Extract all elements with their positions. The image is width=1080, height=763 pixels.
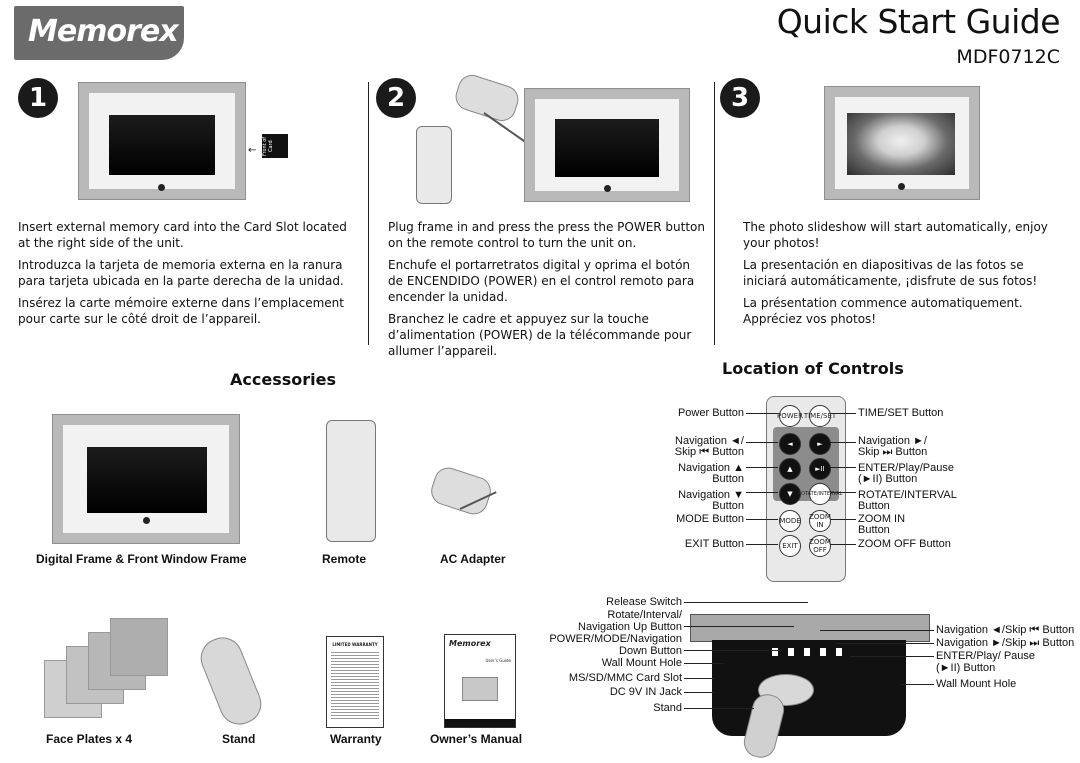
navigation-up-button[interactable]: ▲	[779, 458, 801, 480]
caption-warranty: Warranty	[330, 732, 382, 746]
zoom-off-button[interactable]: ZOOM OFF	[809, 535, 831, 557]
leader-line	[746, 492, 778, 493]
leader-line	[830, 492, 856, 493]
remote-image	[326, 420, 376, 542]
remote-small-image	[416, 126, 452, 204]
divider	[368, 82, 369, 345]
label-zoom-off: ZOOM OFF Button	[858, 538, 951, 550]
leader-line	[900, 684, 934, 685]
label-power-mode-down: POWER/MODE/Navigation Down Button	[549, 633, 682, 657]
enter-play-pause-button[interactable]: ►II	[809, 458, 831, 480]
digital-frame-image	[52, 414, 240, 544]
step-1-number: 1	[18, 78, 58, 118]
label-nav-left: Navigation ◄/ Skip ⏮ Button	[674, 435, 744, 458]
label-time-set: TIME/SET Button	[858, 407, 944, 419]
label-power: Power Button	[677, 407, 744, 419]
label-enter-play-pause: ENTER/Play/ Pause (►II) Button	[936, 650, 1036, 674]
label-nav-down: Navigation ▼ Button	[678, 489, 744, 512]
remote-diagram: POWER TIME/SET ◄ ► ▲ ►II ▼ ROTATE/INTERV…	[766, 396, 846, 582]
caption-remote: Remote	[322, 552, 367, 566]
leader-line	[836, 643, 934, 644]
navigation-left-button[interactable]: ◄	[779, 433, 801, 455]
memorex-logo: Memorex	[14, 6, 184, 60]
leader-line	[830, 519, 856, 520]
caption-digital-frame: Digital Frame & Front Window Frame	[36, 552, 247, 566]
leader-line	[850, 656, 934, 657]
leader-line	[746, 544, 778, 545]
leader-line	[684, 602, 808, 603]
label-wall-mount-hole-right: Wall Mount Hole	[936, 678, 1017, 690]
manual-image: Memorex User’s Guide	[444, 634, 516, 728]
label-zoom-in: ZOOM IN Button	[858, 513, 906, 536]
label-enter: ENTER/Play/Pause (►II) Button	[858, 462, 954, 485]
label-nav-right: Navigation ►/ Skip ⏭ Button	[858, 435, 928, 458]
step-3-number: 3	[720, 78, 760, 118]
leader-line	[746, 467, 778, 468]
rotate-interval-button[interactable]: ROTATE/INTERVAL	[798, 483, 842, 505]
exit-button[interactable]: EXIT	[779, 535, 801, 557]
model-number: MDF0712C	[956, 46, 1060, 68]
leader-line	[830, 544, 856, 545]
leader-line	[684, 692, 714, 693]
controls-heading: Location of Controls	[722, 359, 904, 378]
dog-photo	[847, 113, 955, 175]
step-1-text: Insert external memory card into the Car…	[18, 220, 347, 326]
caption-face-plates: Face Plates x 4	[46, 732, 133, 746]
leader-line	[746, 442, 778, 443]
leader-line	[746, 519, 778, 520]
leader-line	[820, 630, 934, 631]
power-button[interactable]: POWER	[777, 405, 803, 427]
leader-line	[830, 413, 856, 414]
label-stand: Stand	[653, 702, 682, 714]
leader-line	[684, 663, 724, 664]
zoom-in-button[interactable]: ZOOM IN	[809, 510, 831, 532]
step-2-number: 2	[376, 78, 416, 118]
leader-line	[684, 678, 714, 679]
step-1-frame-image	[78, 82, 246, 200]
time-set-button[interactable]: TIME/SET	[804, 405, 836, 427]
label-nav-left-skip: Navigation ◄/Skip ⏮ Button	[936, 624, 1075, 636]
leader-line	[746, 413, 778, 414]
step-2-text: Plug frame in and press the press the PO…	[388, 220, 706, 358]
memory-card: Front of Card	[262, 134, 288, 158]
leader-line	[684, 626, 794, 627]
leader-line	[684, 650, 780, 651]
label-card-slot: MS/SD/MMC Card Slot	[568, 672, 682, 684]
label-rotate-interval: ROTATE/INTERVAL Button	[858, 489, 957, 512]
navigation-right-button[interactable]: ►	[809, 433, 831, 455]
label-nav-up: Navigation ▲ Button	[678, 462, 744, 485]
step-3-frame-image	[824, 86, 980, 200]
caption-ac-adapter: AC Adapter	[440, 552, 506, 566]
mode-button[interactable]: MODE	[779, 510, 801, 532]
caption-stand: Stand	[222, 732, 256, 746]
label-exit: EXIT Button	[684, 538, 744, 550]
caption-owners-manual: Owner’s Manual	[430, 732, 523, 746]
leader-line	[830, 442, 856, 443]
arrow-left-icon: ←	[248, 145, 257, 156]
leader-line	[830, 467, 856, 468]
page-title: Quick Start Guide	[776, 2, 1061, 41]
frame-top-edge	[690, 614, 930, 642]
leader-line	[684, 708, 754, 709]
label-release-switch: Release Switch	[606, 596, 682, 608]
label-nav-right-skip: Navigation ►/Skip ⏭ Button	[936, 637, 1075, 649]
warranty-image: LIMITED WARRANTY	[326, 636, 384, 728]
ac-adapter-image	[427, 463, 495, 519]
accessories-heading: Accessories	[230, 370, 336, 389]
step-3-text: The photo slideshow will start automatic…	[743, 220, 1048, 326]
step-2-frame-image	[524, 88, 690, 202]
label-mode: MODE Button	[676, 513, 744, 525]
stand-image	[194, 631, 268, 731]
navigation-down-button[interactable]: ▼	[779, 483, 801, 505]
label-rotate-interval-up: Rotate/Interval/ Navigation Up Button	[578, 609, 682, 633]
label-dc-jack: DC 9V IN Jack	[609, 686, 682, 698]
face-plates-image	[44, 618, 170, 718]
label-wall-mount-hole-left: Wall Mount Hole	[601, 657, 682, 669]
divider	[714, 82, 715, 345]
